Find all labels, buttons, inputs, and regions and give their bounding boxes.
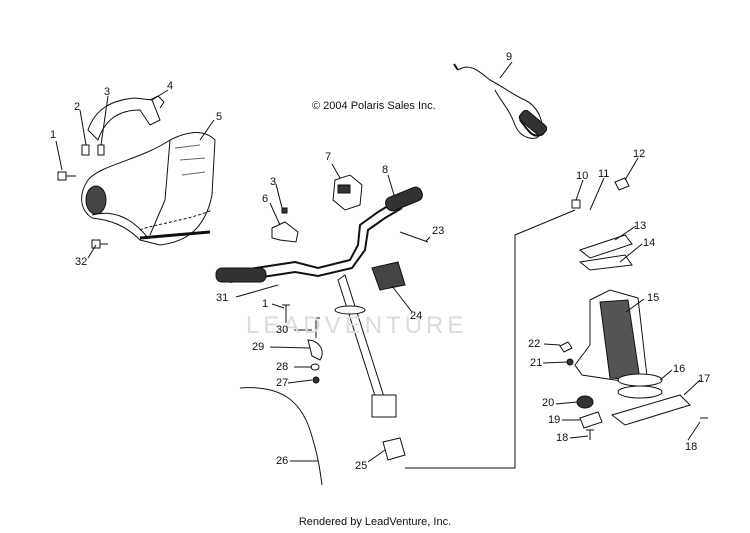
callout-25: 25 [355,460,368,472]
watermark: LEADVENTURE [246,312,468,339]
callout-20: 20 [542,397,555,409]
callout-24: 24 [410,310,423,322]
callout-5: 5 [216,111,223,123]
callout-3: 3 [104,86,111,98]
callout-17: 17 [698,373,711,385]
handlebar-shape [215,186,423,283]
callout-1b: 1 [262,298,269,310]
callout-31: 31 [216,292,229,304]
copyright-text: © 2004 Polaris Sales Inc. [312,100,436,112]
callout-15: 15 [647,292,660,304]
callout-1: 1 [50,129,57,141]
callout-28: 28 [276,361,289,373]
callout-16: 16 [673,363,686,375]
part-5-shape [81,132,216,246]
callout-32: 32 [75,256,88,268]
callout-21: 21 [530,357,543,369]
callout-14: 14 [643,237,656,249]
callout-9: 9 [506,51,513,63]
callout-3b: 3 [270,176,277,188]
callout-18b: 18 [685,441,698,453]
callout-6: 6 [262,193,269,205]
footer-text: Rendered by LeadVenture, Inc. [298,516,452,528]
callout-8: 8 [382,164,389,176]
callout-27: 27 [276,377,289,389]
callout-19: 19 [548,414,561,426]
callout-18: 18 [556,432,569,444]
callout-10: 10 [576,170,589,182]
callout-29: 29 [252,341,265,353]
callout-30: 30 [276,324,289,336]
callout-7: 7 [325,151,332,163]
callout-26: 26 [276,455,289,467]
callout-2: 2 [74,101,81,113]
callout-22: 22 [528,338,541,350]
callout-23: 23 [432,225,445,237]
callout-13: 13 [634,220,647,232]
callout-11: 11 [598,168,610,180]
part-4-shape [87,95,165,141]
callout-12: 12 [633,148,646,160]
callout-4: 4 [167,80,174,92]
